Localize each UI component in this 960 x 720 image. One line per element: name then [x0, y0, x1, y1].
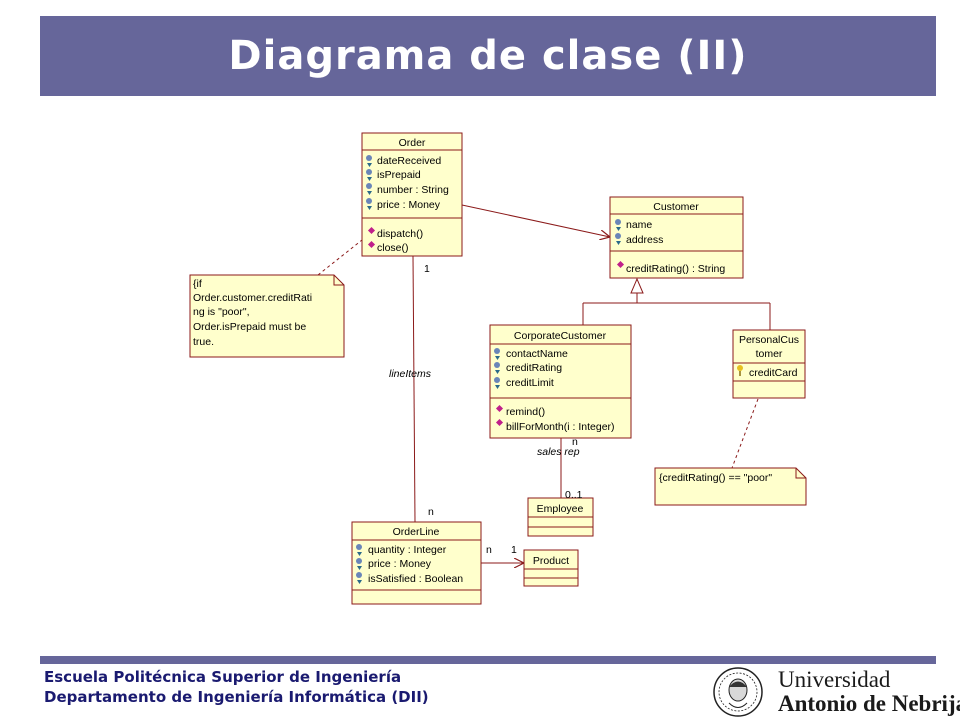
attribute-icon — [356, 544, 362, 556]
class-order-line: OrderLine quantity : Integer price : Mon… — [351, 521, 482, 605]
attribute-icon — [366, 169, 372, 181]
attribute: creditLimit — [506, 377, 554, 389]
operation: dispatch() — [377, 228, 423, 240]
attribute: isSatisfied : Boolean — [368, 573, 463, 585]
operation-icon — [495, 418, 504, 427]
note-order-constraint: {if Order.customer.creditRati ng is "poo… — [189, 274, 345, 358]
multiplicity-product-1: 1 — [511, 544, 517, 556]
university-logo: Universidad Antonio de Nebrija — [713, 667, 960, 717]
operation: close() — [377, 242, 409, 254]
note-line: {if — [193, 278, 202, 290]
order-note-anchor — [317, 239, 363, 276]
class-customer: Customer name address creditRating() : S… — [609, 196, 744, 279]
personal-note-anchor — [731, 398, 759, 469]
class-name: Order — [399, 137, 426, 149]
attribute: price : Money — [368, 558, 432, 570]
generalization-arrow — [582, 277, 771, 330]
nebrija-seal-icon — [713, 667, 763, 717]
role-line-items: lineItems — [389, 368, 432, 380]
attribute-icon — [356, 558, 362, 570]
operation-icon — [495, 404, 504, 413]
logo-line-1: Universidad — [778, 667, 891, 692]
multiplicity-employee: 0..1 — [565, 489, 583, 501]
note-line: Order.customer.creditRati — [193, 292, 312, 304]
note-line: true. — [193, 336, 214, 348]
class-name: Employee — [537, 503, 584, 515]
attribute: contactName — [506, 348, 568, 360]
footer-department: Departamento de Ingeniería Informática (… — [44, 688, 429, 706]
class-personal-customer: PersonalCus tomer creditCard — [732, 329, 806, 399]
operation-icon — [367, 226, 376, 235]
note-line: ng is "poor", — [193, 306, 249, 318]
footer-school: Escuela Politécnica Superior de Ingenier… — [44, 668, 402, 686]
attribute: creditRating — [506, 362, 562, 374]
attribute: name — [626, 219, 652, 231]
class-name: Customer — [653, 201, 699, 213]
title-bar: Diagrama de clase (II) — [40, 16, 936, 96]
multiplicity-order-line: n — [428, 506, 434, 518]
attribute: creditCard — [749, 367, 798, 379]
operation-icon — [616, 260, 625, 269]
class-name: tomer — [756, 348, 783, 360]
class-order: Order dateReceived isPrepaid number : St… — [361, 132, 463, 257]
order-customer-association — [461, 204, 610, 237]
attribute-icon — [366, 198, 372, 210]
attribute: number : String — [377, 184, 449, 196]
attribute-icon — [366, 183, 372, 195]
role-sales-rep: sales rep — [537, 446, 580, 458]
attribute: dateReceived — [377, 155, 441, 167]
note-line: Order.isPrepaid must be — [193, 321, 306, 333]
attribute-icon — [615, 233, 621, 245]
class-name: CorporateCustomer — [514, 330, 607, 342]
attribute: quantity : Integer — [368, 544, 447, 556]
operation-icon — [367, 240, 376, 249]
class-corporate-customer: CorporateCustomer contactName creditRati… — [489, 324, 632, 439]
class-employee: Employee — [527, 497, 594, 537]
key-icon — [737, 365, 743, 376]
operation: remind() — [506, 406, 545, 418]
note-line: {creditRating() == "poor" — [659, 472, 772, 484]
note-personal-constraint: {creditRating() == "poor" — [654, 467, 807, 506]
attribute-icon — [615, 219, 621, 231]
order-orderline-association — [412, 255, 416, 523]
attribute-icon — [494, 362, 500, 374]
attribute-icon — [494, 377, 500, 389]
operation: creditRating() : String — [626, 263, 725, 275]
attribute-icon — [366, 155, 372, 167]
multiplicity-product-n: n — [486, 544, 492, 556]
attribute: price : Money — [377, 199, 441, 211]
attribute-icon — [356, 572, 362, 584]
class-name: PersonalCus — [739, 334, 799, 346]
logo-line-2: Antonio de Nebrija — [778, 691, 960, 716]
attribute: isPrepaid — [377, 169, 421, 181]
class-name: OrderLine — [393, 526, 440, 538]
attribute-icon — [494, 348, 500, 360]
class-product: Product — [523, 549, 579, 587]
slide-title: Diagrama de clase (II) — [228, 33, 748, 79]
attribute: address — [626, 234, 663, 246]
multiplicity-order: 1 — [424, 263, 430, 275]
footer-divider — [40, 656, 936, 664]
operation: billForMonth(i : Integer) — [506, 421, 615, 433]
multiplicity-sales-rep-n: n — [572, 436, 578, 448]
class-name: Product — [533, 555, 569, 567]
